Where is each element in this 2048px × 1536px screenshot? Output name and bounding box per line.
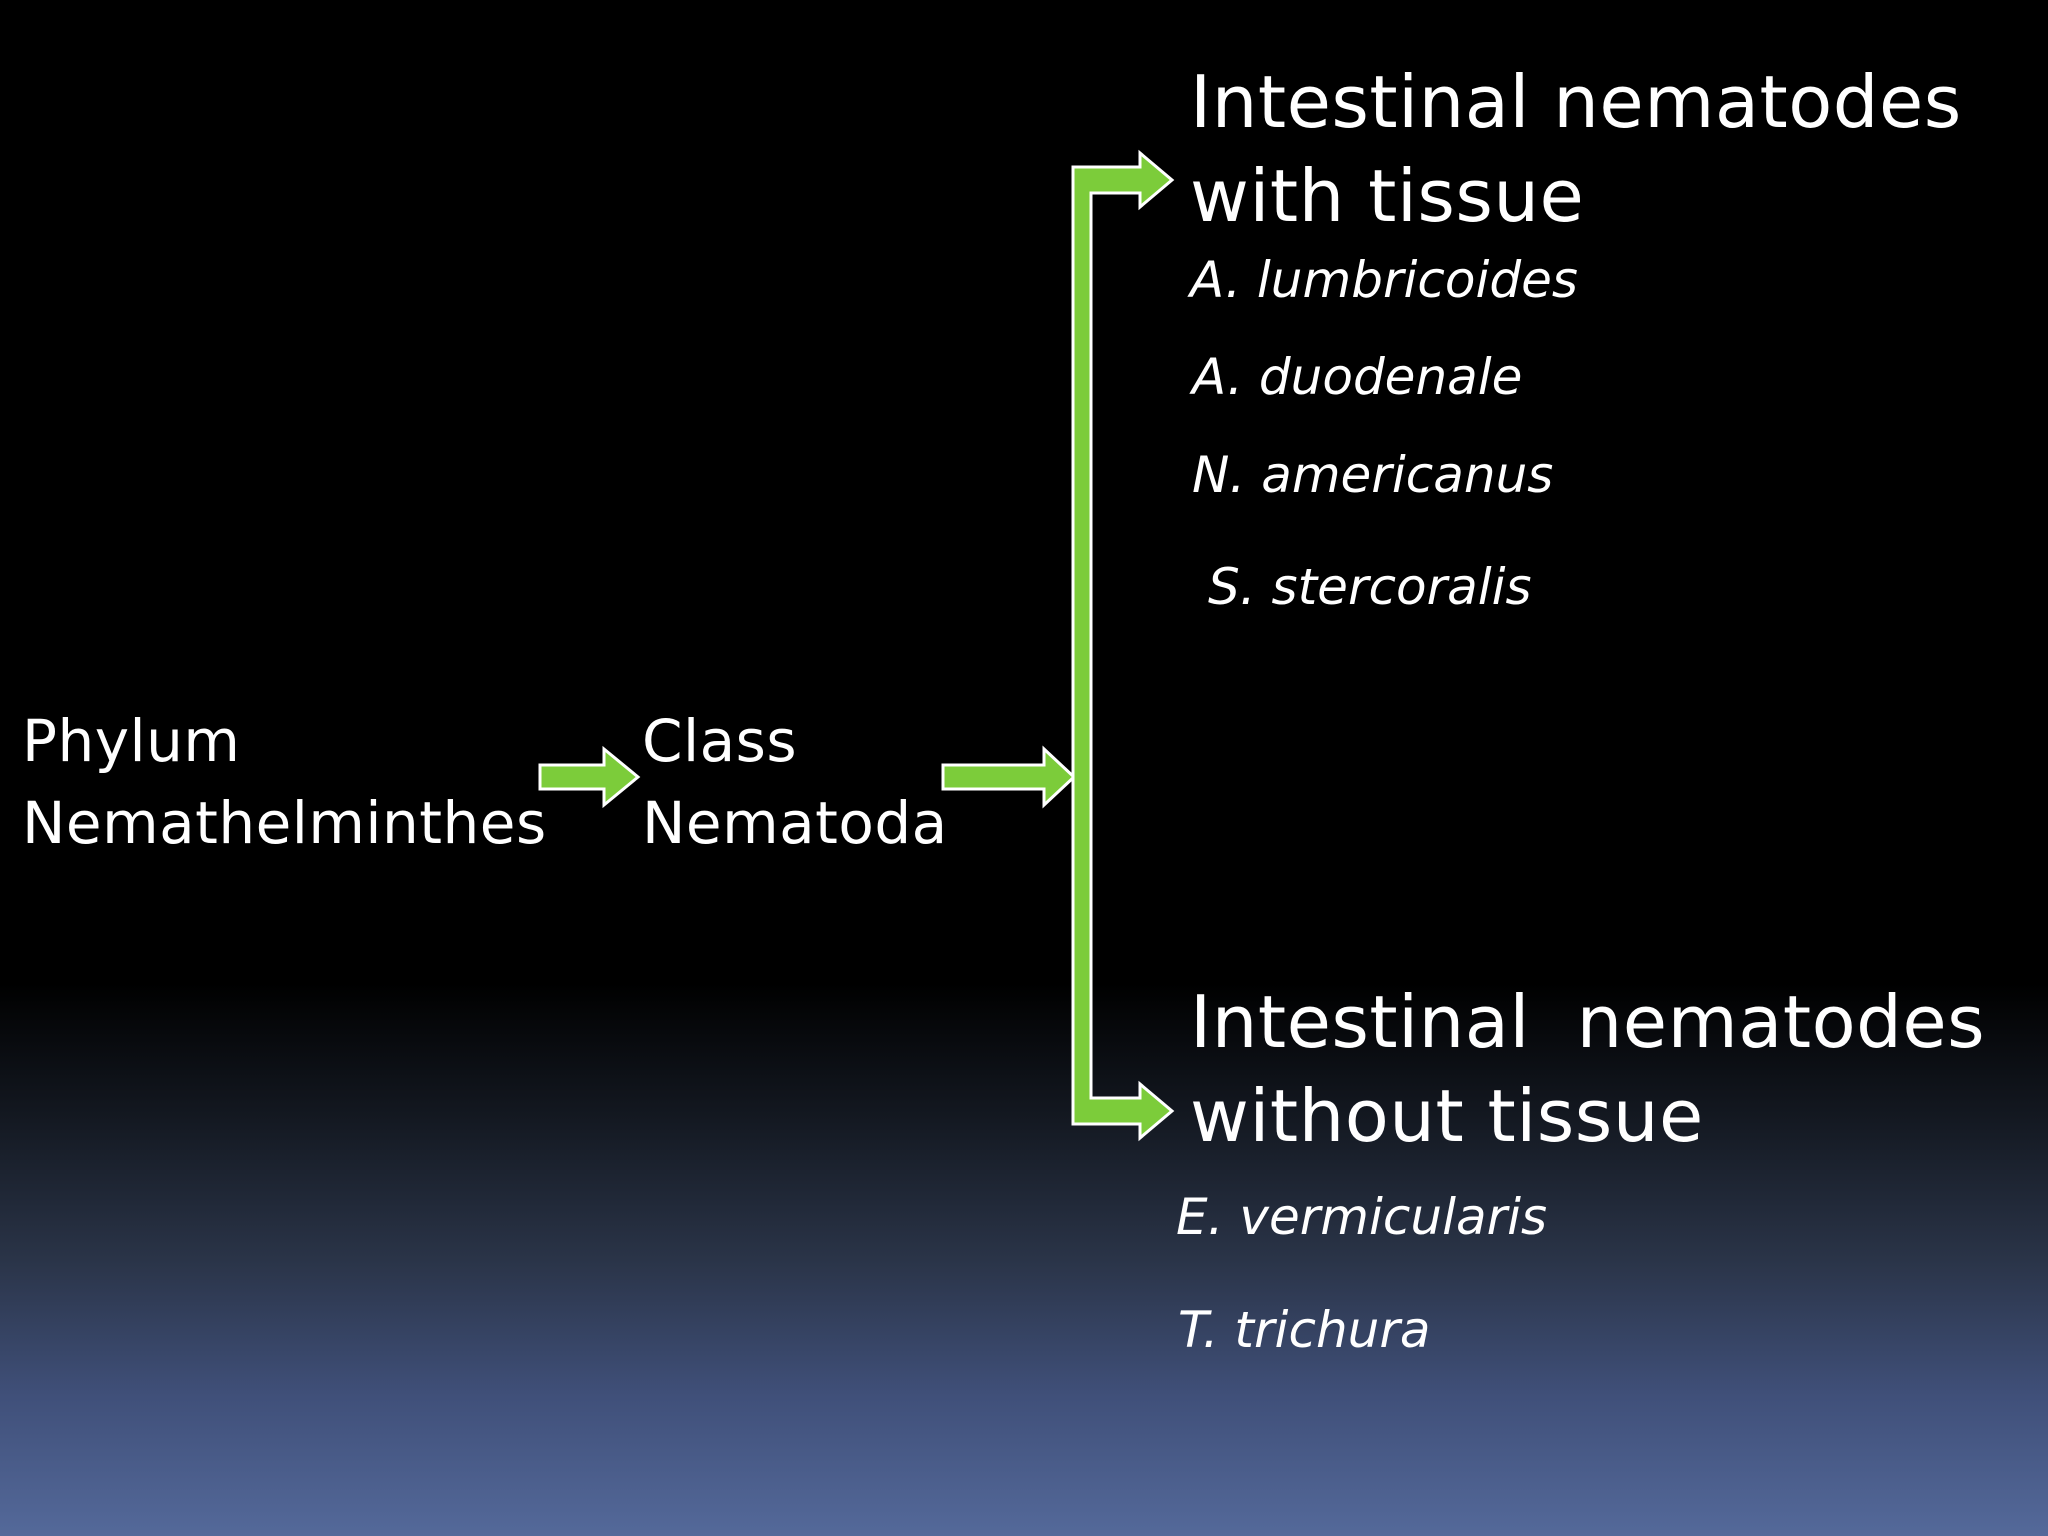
species-item: T. trichura	[1178, 1301, 1431, 1359]
without-tissue-line2: without tissue	[1190, 1074, 1704, 1158]
class-label: Class	[642, 707, 798, 775]
class-name: Nematoda	[642, 789, 948, 857]
with-tissue-line1: Intestinal nematodes	[1190, 60, 1962, 144]
branch-bracket-arrows	[1071, 149, 1175, 1142]
species-item: N. americanus	[1192, 446, 1554, 504]
arrow-phylum-to-class	[538, 745, 641, 809]
arrow-class-to-branch	[941, 745, 1077, 809]
with-tissue-heading: Intestinal nematodes with tissue	[1190, 55, 1962, 243]
species-item: E. vermicularis	[1176, 1188, 1548, 1246]
phylum-label: Phylum	[22, 707, 241, 775]
species-item: A. lumbricoides	[1190, 251, 1578, 309]
species-item: A. duodenale	[1192, 348, 1523, 406]
species-item: S. stercoralis	[1208, 558, 1532, 616]
phylum-name: Nemathelminthes	[22, 789, 547, 857]
phylum-node: Phylum Nemathelminthes	[22, 700, 547, 864]
without-tissue-line1: Intestinal nematodes	[1190, 980, 1986, 1064]
with-tissue-line2: with tissue	[1190, 154, 1585, 238]
class-node: Class Nematoda	[642, 700, 948, 864]
without-tissue-heading: Intestinal nematodes without tissue	[1190, 975, 1985, 1163]
